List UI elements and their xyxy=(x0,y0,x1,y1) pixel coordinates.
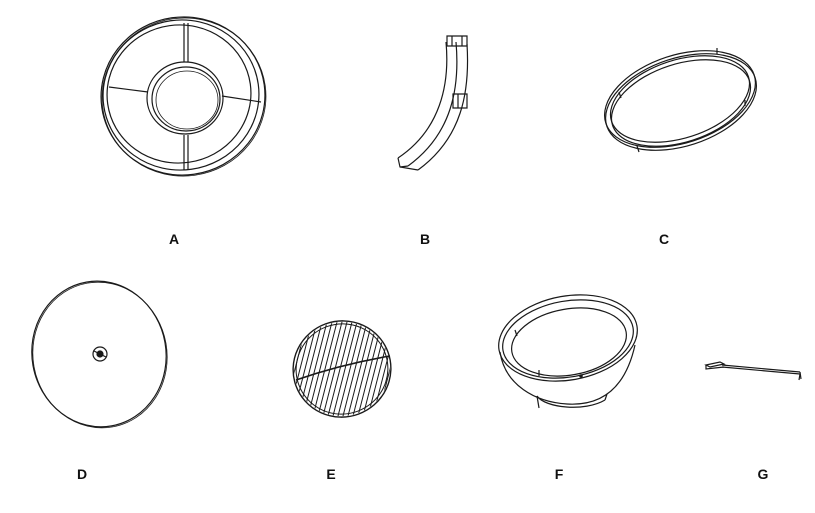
grate-bar xyxy=(347,318,373,420)
grate-bar xyxy=(377,318,403,420)
poker-tool-icon xyxy=(700,355,810,385)
grate-bar xyxy=(327,318,353,420)
label-f: F xyxy=(554,466,564,482)
label-c: C xyxy=(658,231,670,247)
part-d xyxy=(28,278,173,433)
label-e: E xyxy=(326,466,336,482)
label-b: B xyxy=(419,231,431,247)
grate-bar xyxy=(312,318,338,420)
grate-bar xyxy=(307,318,333,420)
grate-bar xyxy=(342,318,368,420)
part-a xyxy=(95,8,275,183)
support-ring-icon xyxy=(595,42,765,157)
part-c xyxy=(595,42,765,157)
grate-bar xyxy=(267,318,293,420)
curved-leg-icon xyxy=(390,30,480,175)
lid-icon xyxy=(28,278,173,433)
label-g: G xyxy=(757,466,769,482)
grate-bar xyxy=(332,318,358,420)
grate-bar xyxy=(392,318,418,420)
grate-bar xyxy=(352,318,378,420)
label-a: A xyxy=(168,231,180,247)
part-e xyxy=(290,318,395,420)
grate-bar xyxy=(397,318,423,420)
part-g xyxy=(700,355,810,385)
fire-pit-ring-top-icon xyxy=(95,8,275,183)
part-b xyxy=(390,30,480,175)
grate-bar xyxy=(277,318,303,420)
grate-bar xyxy=(282,318,308,420)
grate-bar xyxy=(382,318,408,420)
grate-bar xyxy=(262,318,288,420)
part-f xyxy=(495,290,645,415)
grate-bar xyxy=(272,318,298,420)
label-d: D xyxy=(76,466,88,482)
cooking-grate-icon xyxy=(290,318,395,420)
grate-bar xyxy=(322,318,348,420)
fire-bowl-icon xyxy=(495,290,645,415)
grate-bar xyxy=(337,318,363,420)
